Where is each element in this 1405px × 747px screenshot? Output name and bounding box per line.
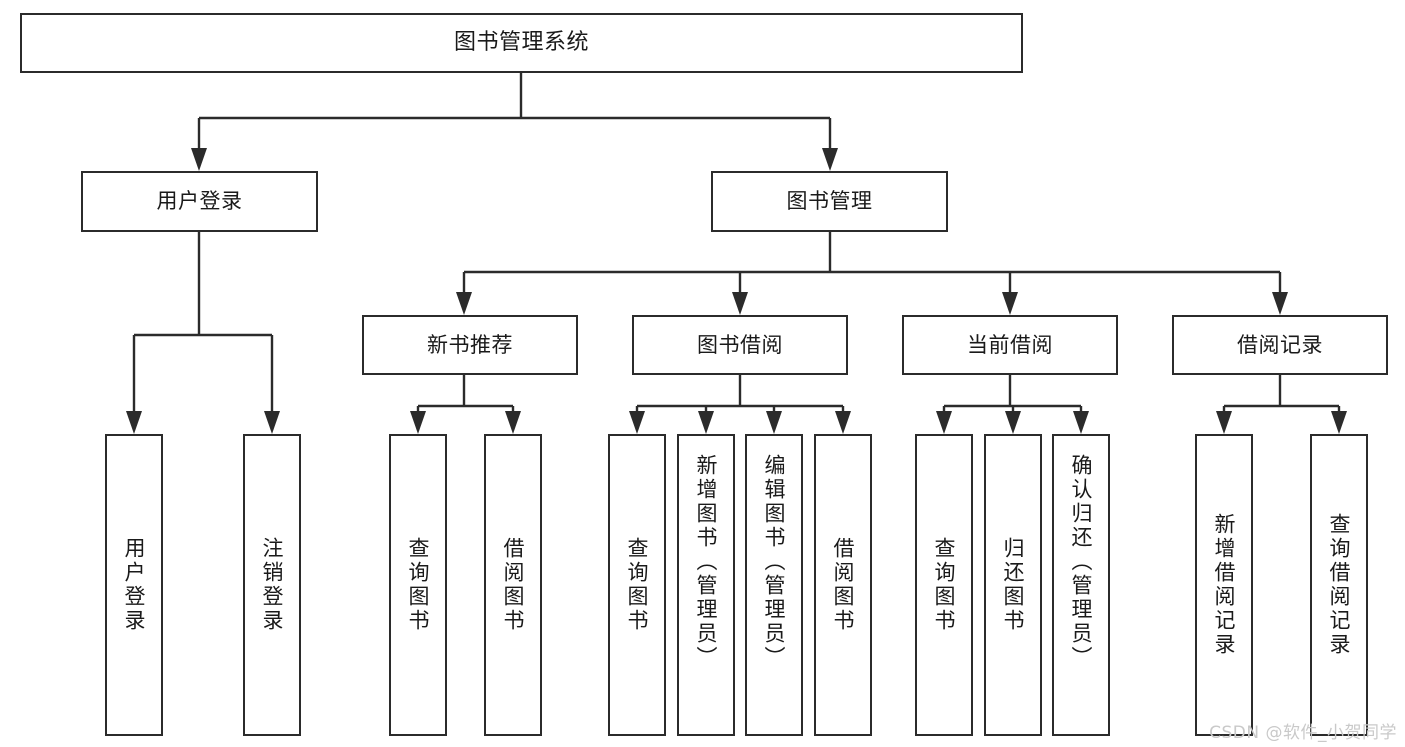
arrowhead-current (1002, 292, 1018, 315)
arrowhead-newbook (456, 292, 472, 315)
leaf-book-borrow-add[interactable]: 新增图书（管理员） (677, 434, 735, 736)
node-new-book-recommend[interactable]: 新书推荐 (362, 315, 578, 375)
node-borrow-record[interactable]: 借阅记录 (1172, 315, 1388, 375)
node-label: 图书管理 (786, 189, 873, 214)
leaf-borrow-record-query[interactable]: 查询借阅记录 (1310, 434, 1368, 736)
arrowhead-borrow-1 (629, 411, 645, 434)
node-label: 借阅图书 (831, 537, 856, 633)
arrowhead-current-3 (1073, 411, 1089, 434)
node-label: 归还图书 (1001, 537, 1026, 633)
leaf-current-borrow-confirm-return[interactable]: 确认归还（管理员） (1052, 434, 1110, 736)
leaf-new-book-borrow[interactable]: 借阅图书 (484, 434, 542, 736)
node-label: 用户登录 (156, 189, 243, 214)
leaf-book-borrow-edit[interactable]: 编辑图书（管理员） (745, 434, 803, 736)
arrowhead-newbook-2 (505, 411, 521, 434)
node-label: 图书借阅 (697, 332, 783, 357)
node-current-borrow[interactable]: 当前借阅 (902, 315, 1118, 375)
node-label: 编辑图书（管理员） (762, 454, 787, 670)
node-label: 借阅图书 (501, 537, 526, 633)
arrowhead-userlogin (191, 148, 207, 171)
arrowhead-userlogin-1 (126, 411, 142, 434)
leaf-borrow-record-add[interactable]: 新增借阅记录 (1195, 434, 1253, 736)
node-book-borrow[interactable]: 图书借阅 (632, 315, 848, 375)
arrowhead-newbook-1 (410, 411, 426, 434)
arrowhead-borrow-2 (698, 411, 714, 434)
leaf-current-borrow-return[interactable]: 归还图书 (984, 434, 1042, 736)
arrowhead-bookmgmt (822, 148, 838, 171)
arrowhead-userlogin-2 (264, 411, 280, 434)
node-label: 借阅记录 (1237, 332, 1323, 357)
node-user-login[interactable]: 用户登录 (81, 171, 318, 232)
node-label: 新增图书（管理员） (694, 454, 719, 670)
node-label: 新书推荐 (427, 332, 513, 357)
leaf-user-login-signout[interactable]: 注销登录 (243, 434, 301, 736)
leaf-new-book-query[interactable]: 查询图书 (389, 434, 447, 736)
arrowhead-record-1 (1216, 411, 1232, 434)
leaf-book-borrow-query[interactable]: 查询图书 (608, 434, 666, 736)
node-label: 当前借阅 (967, 332, 1053, 357)
node-label: 确认归还（管理员） (1069, 454, 1094, 670)
node-label: 新增借阅记录 (1212, 513, 1237, 657)
arrowhead-current-1 (936, 411, 952, 434)
node-label: 查询图书 (406, 537, 431, 633)
node-book-management[interactable]: 图书管理 (711, 171, 948, 232)
arrowhead-borrow (732, 292, 748, 315)
node-label: 查询借阅记录 (1327, 513, 1352, 657)
arrowhead-current-2 (1005, 411, 1021, 434)
node-root-book-management-system[interactable]: 图书管理系统 (20, 13, 1023, 73)
arrowhead-record-2 (1331, 411, 1347, 434)
arrowhead-borrow-3 (766, 411, 782, 434)
leaf-book-borrow-borrow[interactable]: 借阅图书 (814, 434, 872, 736)
node-label: 注销登录 (260, 537, 285, 633)
arrowhead-record (1272, 292, 1288, 315)
node-label: 图书管理系统 (453, 30, 589, 56)
leaf-current-borrow-query[interactable]: 查询图书 (915, 434, 973, 736)
node-label: 查询图书 (932, 537, 957, 633)
leaf-user-login-signin[interactable]: 用户登录 (105, 434, 163, 736)
node-label: 用户登录 (122, 537, 147, 633)
node-label: 查询图书 (625, 537, 650, 633)
arrowhead-borrow-4 (835, 411, 851, 434)
